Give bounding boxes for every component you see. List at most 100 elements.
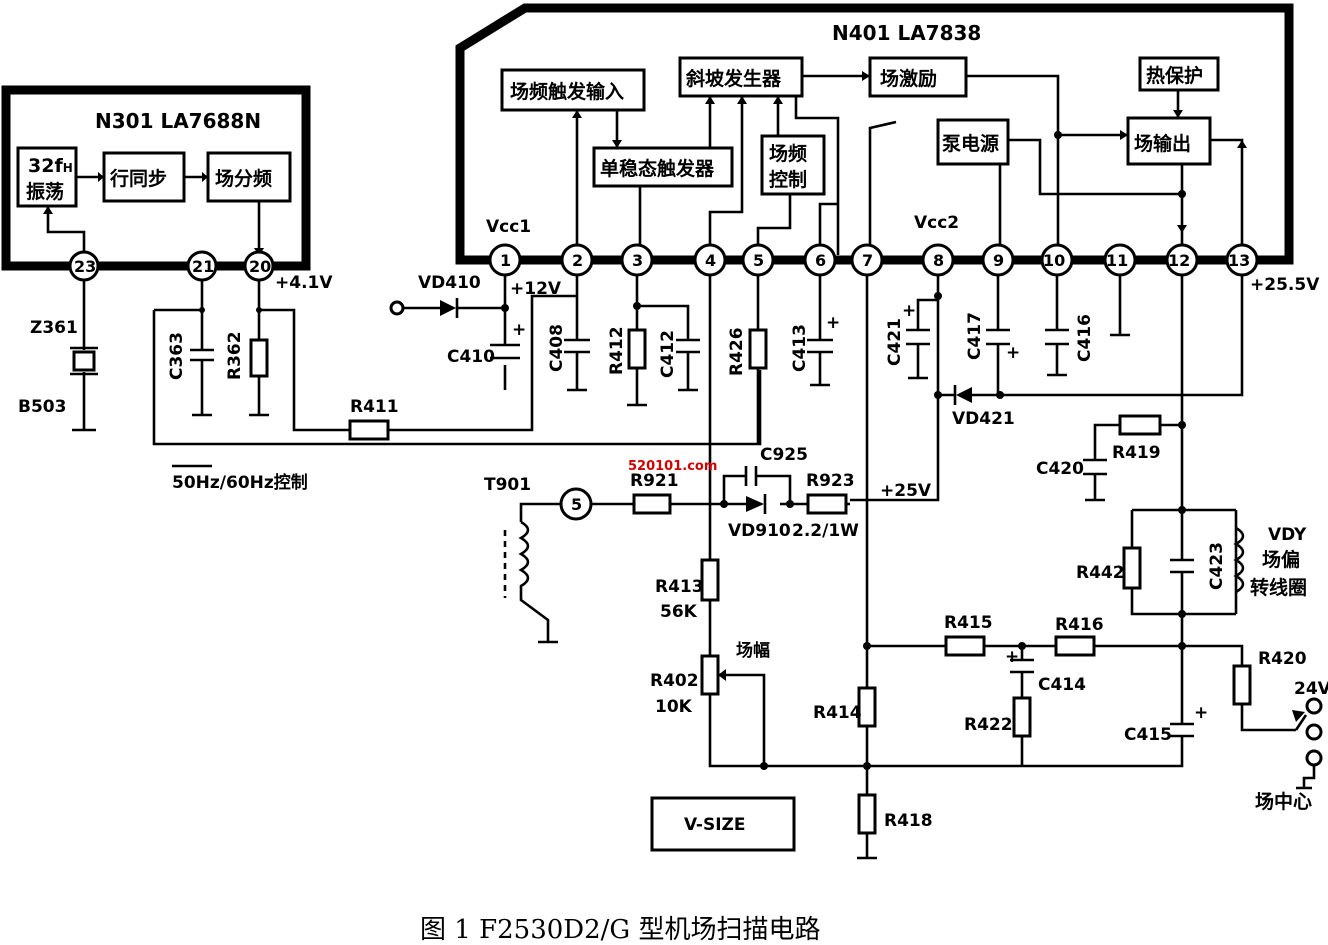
svg-text:V-SIZE: V-SIZE (684, 815, 745, 835)
svg-text:R921: R921 (630, 471, 679, 491)
svg-text:6: 6 (815, 251, 826, 270)
svg-text:C412: C412 (658, 330, 678, 378)
svg-text:C408: C408 (547, 324, 567, 372)
svg-text:2.2/1W: 2.2/1W (792, 521, 859, 541)
svg-text:VD421: VD421 (952, 409, 1015, 429)
svg-text:Vcc1: Vcc1 (486, 217, 531, 237)
svg-text:C423: C423 (1207, 542, 1227, 590)
svg-text:VD910: VD910 (728, 521, 791, 541)
svg-text:C420: C420 (1036, 459, 1084, 479)
svg-text:C414: C414 (1038, 675, 1086, 695)
n401-chip: N401 LA7838 场频触发输入 斜坡发生器 场激励 热保护 单稳态触发器 … (455, 3, 1294, 265)
svg-text:Vcc2: Vcc2 (914, 213, 959, 233)
svg-text:20: 20 (249, 257, 271, 276)
svg-text:+: + (512, 320, 526, 340)
svg-text:Z361: Z361 (30, 318, 78, 338)
svg-text:9: 9 (993, 251, 1004, 270)
svg-text:5: 5 (571, 495, 582, 514)
svg-text:4: 4 (705, 251, 716, 270)
svg-text:23: 23 (74, 257, 96, 276)
n301-block-vdiv-label: 场分频 (215, 167, 272, 190)
svg-text:+: + (1194, 703, 1208, 723)
svg-text:场幅: 场幅 (736, 640, 770, 661)
block-trigger-input (500, 68, 646, 112)
svg-text:R412: R412 (607, 326, 627, 375)
block-thermal (1138, 56, 1220, 92)
figure-caption: 图 1 F2530D2/G 型机场扫描电路 (420, 915, 820, 945)
svg-text:R413: R413 (655, 577, 704, 597)
block-pump (936, 118, 1010, 166)
svg-text:B503: B503 (18, 397, 66, 417)
svg-text:+12V: +12V (510, 279, 562, 299)
svg-text:12: 12 (1168, 251, 1190, 270)
svg-text:56K: 56K (660, 602, 698, 622)
svg-text:单稳态触发器: 单稳态触发器 (600, 157, 715, 180)
svg-text:C417: C417 (965, 312, 985, 360)
svg-text:VD410: VD410 (418, 273, 481, 293)
svg-text:R418: R418 (884, 811, 933, 831)
block-monostable (592, 146, 734, 188)
svg-text:场频: 场频 (769, 142, 807, 165)
svg-text:8: 8 (933, 251, 944, 270)
svg-text:C363: C363 (167, 332, 187, 380)
svg-text:24V: 24V (1294, 679, 1328, 699)
svg-text:R362: R362 (225, 331, 245, 380)
svg-text:R923: R923 (806, 471, 855, 491)
svg-text:5: 5 (753, 251, 764, 270)
svg-text:场中心: 场中心 (1255, 790, 1312, 813)
svg-text:1: 1 (500, 251, 511, 270)
svg-text:转线圈: 转线圈 (1250, 576, 1307, 599)
svg-text:R426: R426 (727, 327, 747, 376)
svg-text:R402: R402 (650, 671, 699, 691)
n301-block-osc-l1: 32fH (28, 155, 73, 177)
svg-text:C415: C415 (1124, 725, 1172, 745)
svg-text:R422: R422 (964, 715, 1013, 735)
n301-title: N301 LA7688N (95, 109, 261, 133)
svg-text:场输出: 场输出 (1134, 132, 1191, 155)
svg-text:热保护: 热保护 (1146, 64, 1203, 87)
flyback-section: T901 5 R921 C925 R923 VD910 2.2/1W +25V … (484, 445, 932, 644)
svg-text:+4.1V: +4.1V (275, 273, 333, 293)
svg-text:R414: R414 (813, 703, 862, 723)
svg-text:C421: C421 (885, 318, 905, 366)
svg-text:泵电源: 泵电源 (942, 132, 999, 155)
svg-text:7: 7 (862, 251, 873, 270)
n401-external: VD410 +12V C410 + C408 R412 C412 R413 56… (389, 273, 1328, 860)
svg-text:2: 2 (572, 251, 583, 270)
svg-text:C410: C410 (447, 347, 495, 367)
svg-text:T901: T901 (484, 475, 531, 495)
n301-block-hsync-label: 行同步 (109, 167, 167, 190)
svg-text:+: + (1005, 647, 1019, 667)
svg-text:VDY: VDY (1268, 525, 1307, 545)
vsize-box: V-SIZE (650, 796, 796, 852)
svg-text:21: 21 (192, 257, 214, 276)
n401-title: N401 LA7838 (832, 21, 981, 45)
svg-text:场激励: 场激励 (880, 67, 937, 90)
n301-external: Z361 B503 C363 R362 +4.1V R411 50Hz/60Hz… (18, 273, 762, 493)
n301-pins: 23 21 20 (68, 250, 275, 282)
svg-text:11: 11 (1106, 251, 1128, 270)
svg-text:+: + (826, 313, 840, 333)
svg-text:控制: 控制 (769, 168, 807, 191)
block-ramp-generator (678, 56, 804, 98)
watermark: 520101.com (628, 459, 717, 474)
svg-text:R415: R415 (944, 613, 993, 633)
svg-text:R442: R442 (1076, 563, 1125, 583)
svg-text:+25V: +25V (880, 481, 932, 501)
n301-chip: N301 LA7688N 32fH 振荡 行同步 场分频 (1, 85, 311, 271)
n401-pins: 1 2 3 4 5 6 7 8 9 10 11 12 13 (488, 243, 1259, 277)
svg-text:场偏: 场偏 (1262, 548, 1300, 571)
svg-text:R419: R419 (1112, 443, 1161, 463)
svg-text:+: + (902, 301, 916, 321)
svg-text:3: 3 (632, 251, 643, 270)
svg-text:C925: C925 (760, 445, 808, 465)
svg-text:R420: R420 (1258, 649, 1307, 669)
n301-block-osc-l2: 振荡 (26, 180, 64, 203)
svg-text:R416: R416 (1055, 615, 1104, 635)
svg-text:C413: C413 (790, 324, 810, 372)
svg-text:C416: C416 (1075, 314, 1095, 362)
ctrl-label: 50Hz/60Hz控制 (172, 472, 308, 493)
svg-text:场频触发输入: 场频触发输入 (510, 80, 624, 103)
block-vdrive (868, 56, 968, 98)
